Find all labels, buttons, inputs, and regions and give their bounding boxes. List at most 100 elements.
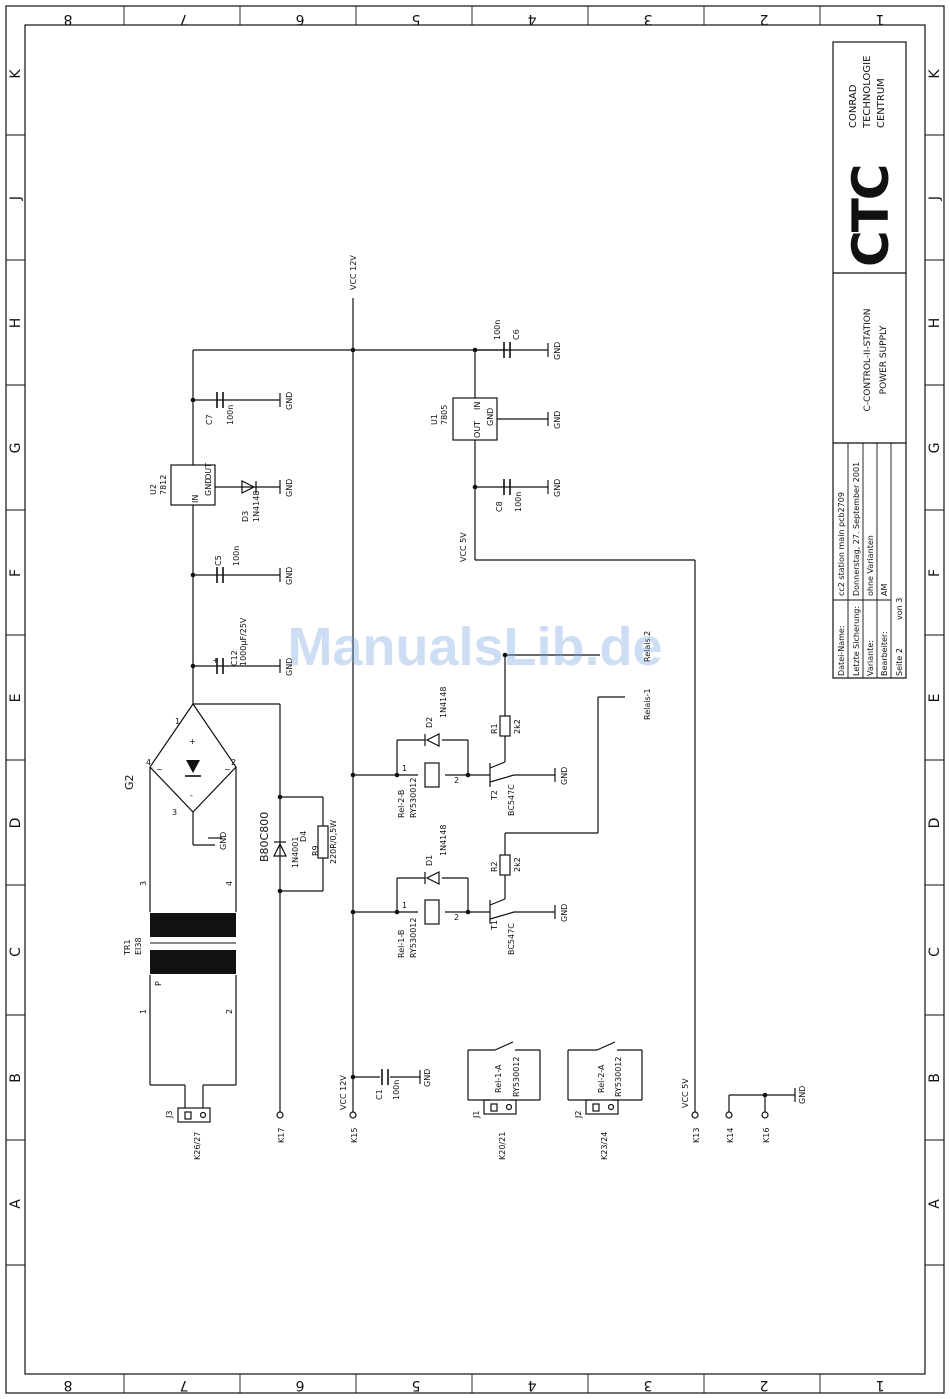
col-label-bottom: 3	[644, 1377, 653, 1393]
col-label-top: 7	[180, 11, 189, 27]
col-label-bottom: 7	[180, 1377, 189, 1393]
row-label-left: J	[8, 196, 24, 201]
c12-plus: +	[212, 656, 219, 665]
row-label-left: F	[8, 569, 24, 577]
j3-ref: J3	[165, 1111, 174, 1119]
col-label-top: 8	[64, 11, 73, 27]
j1-conn: K20/21	[498, 1132, 507, 1160]
net-label-vcc5: VCC 5V	[459, 532, 468, 562]
row-label-right: C	[927, 947, 943, 957]
rel2a-ref: Rel-2-A	[597, 1064, 606, 1093]
field-value: cc2 station main pcb2709	[837, 492, 846, 596]
g2-ref: G2	[123, 774, 136, 790]
c12-ref: C12	[230, 650, 239, 666]
u2-pin-out: OUT	[204, 463, 213, 480]
gnd-label: GND	[553, 479, 562, 497]
resistor-r1	[499, 715, 511, 737]
d4-value: 1N4001	[291, 837, 300, 868]
tr1-ref: TR1	[123, 939, 132, 956]
j2-conn: K23/24	[600, 1132, 609, 1160]
connector-j3	[177, 1107, 211, 1123]
row-label-left: E	[8, 694, 24, 703]
rel1a-ref: Rel-1-A	[494, 1064, 503, 1093]
net-label-relais1: Relais-1	[643, 688, 652, 720]
r9-ref: R9	[311, 845, 320, 856]
row-label-right: A	[927, 1199, 943, 1209]
g2-pin3: 3	[172, 808, 177, 817]
connector-j1	[483, 1099, 517, 1115]
rel1b-pin2: 2	[454, 913, 459, 922]
u1-pin-in: IN	[473, 402, 482, 410]
d2-value: 1N4148	[439, 687, 448, 718]
gnd-label: GND	[553, 411, 562, 429]
row-label-left: B	[8, 1073, 24, 1083]
rel2b-value: RY530012	[409, 778, 418, 818]
u1-pin-out: OUT	[473, 421, 482, 438]
d3-ref: D3	[241, 511, 250, 522]
col-label-top: 1	[876, 11, 885, 27]
gnd-label: GND	[285, 658, 294, 676]
rel1b-ref: Rel-1-B	[397, 930, 406, 958]
gnd-label: GND	[553, 342, 562, 360]
d4-ref: D4	[299, 831, 308, 842]
r1-ref: R1	[490, 723, 499, 734]
drawing-frame: 8 7 6 5 4 3 2 1 8 7 6 5 4 3 2 1 K J H G …	[5, 5, 945, 1394]
row-label-right: J	[927, 196, 943, 201]
terminals	[276, 1111, 769, 1119]
transistor-t2	[489, 761, 515, 787]
col-label-bottom: 5	[412, 1377, 421, 1393]
company-line: TECHNOLOGIE	[862, 56, 873, 129]
diode-d4	[273, 841, 287, 857]
tr1-pin1: 1	[139, 1009, 148, 1014]
u2-value: 7812	[159, 475, 168, 495]
row-label-left: C	[8, 947, 24, 957]
col-label-bottom: 4	[527, 1377, 536, 1393]
r9-value: 220R/0,5W	[329, 820, 338, 864]
t2-value: BC547C	[507, 784, 516, 816]
c1-ref: C1	[375, 1089, 384, 1100]
field-label: Bearbeiter:	[880, 631, 889, 676]
net-label-vcc5-bottom: VCC 5V	[681, 1078, 690, 1108]
c6-ref: C6	[512, 329, 521, 340]
row-label-right: D	[927, 818, 943, 829]
t1-ref: T1	[490, 920, 499, 931]
g2-pin2: 2	[231, 758, 236, 767]
c12-value: 1000µF/25V	[239, 617, 248, 666]
row-label-left: D	[8, 818, 24, 829]
net-label-vcc12-bottom: VCC 12V	[339, 1075, 348, 1110]
watermark: ManualsLib.de	[287, 617, 662, 677]
rel2b-pin1: 1	[402, 764, 407, 773]
k13-label: K13	[692, 1128, 701, 1143]
connector-j2	[585, 1099, 619, 1115]
row-label-left: H	[8, 318, 24, 329]
d2-ref: D2	[425, 717, 434, 728]
rel1a-value: RY530012	[512, 1057, 521, 1097]
junction-dots	[190, 347, 768, 1098]
diode-d2	[424, 733, 440, 747]
c1-value: 100n	[392, 1080, 401, 1100]
tr1-primary: P	[154, 981, 163, 986]
net-label-vcc12: VCC 12V	[349, 255, 358, 290]
c5-ref: C5	[214, 555, 223, 566]
rel1b-pin1: 1	[402, 901, 407, 910]
j1-ref: J1	[472, 1111, 481, 1119]
j3-conn: K26/27	[193, 1132, 202, 1160]
k16-label: K16	[762, 1128, 771, 1143]
ctc-logo: CTC	[842, 166, 900, 268]
r2-ref: R2	[490, 861, 499, 872]
resistor-r9	[317, 825, 329, 859]
relay-contact-rel2a	[596, 1041, 616, 1051]
d3-value: 1N4148	[252, 491, 261, 522]
col-label-top: 3	[644, 11, 653, 27]
row-label-right: K	[927, 69, 943, 79]
tr1-pin4: 4	[225, 881, 234, 886]
row-label-right: H	[927, 318, 943, 329]
title-block: CONRAD TECHNOLOGIE CENTRUM CTC C-CONTROL…	[832, 41, 907, 679]
c5-value: 100n	[232, 546, 241, 566]
u1-value: 7805	[440, 405, 449, 425]
t2-ref: T2	[490, 790, 499, 801]
col-label-bottom: 8	[64, 1377, 73, 1393]
diode-d1	[424, 871, 440, 885]
u2-ref: U2	[149, 484, 158, 495]
